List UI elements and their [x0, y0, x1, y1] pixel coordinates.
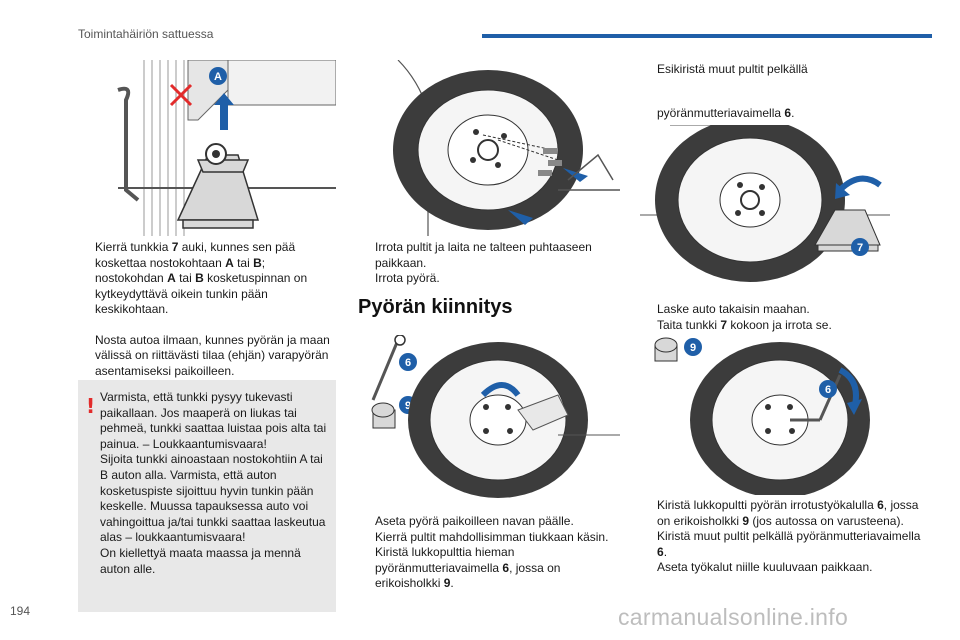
ref-9: 9 [742, 513, 750, 528]
warning-box: ! Varmista, että tunkki pysyy tukevasti … [78, 380, 336, 612]
wheel-removal-illustration [358, 60, 620, 236]
raise-car-instruction: Nosta autoa ilmaan, kunnes pyörän ja maa… [78, 333, 336, 380]
section-title: Pyörän kiinnitys [358, 296, 513, 318]
page-number: 194 [10, 604, 31, 618]
remove-wheel-instruction: Irrota pyörä. [358, 271, 620, 287]
tighten-other-bolts-instruction: Kiristä muut pultit pelkällä pyöränmutte… [640, 529, 932, 560]
text-span: tai [233, 255, 254, 270]
ref-6: 6 [502, 560, 510, 575]
text-span: Kierrä pultit mahdollisimman tiukkaan kä… [375, 529, 609, 544]
text-span: Irrota pultit ja laita ne talteen puhtaa… [375, 240, 592, 270]
text-span: Aseta pyörä paikoilleen navan päälle. [375, 514, 574, 528]
label-7: 7 [857, 242, 863, 254]
tighten-lock-bolt-instruction: Kiristä lukkopulttia hieman pyöränmutter… [358, 545, 620, 592]
text-span: Nosta autoa ilmaan, kunnes pyörän ja maa… [95, 332, 330, 378]
text-span: ; nostokohdan [95, 255, 266, 286]
label-9: 9 [405, 400, 411, 412]
text-span: , jossa on erikoisholkki [375, 560, 561, 591]
text-span: Irrota pyörä. [375, 271, 440, 285]
text-span: Taita tunkki [657, 317, 721, 332]
text-span: Laske auto takaisin maahan. [657, 302, 810, 316]
text-span: auki, kunnes sen pää koskettaa nostokoht… [95, 240, 296, 270]
watermark: carmanualsonline.info [618, 604, 849, 630]
ref-7: 7 [720, 317, 728, 332]
label-6-right: 6 [825, 384, 831, 396]
label-9-right: 9 [690, 342, 696, 354]
middle-top-bullets: Irrota pultit ja laita ne talteen puhtaa… [358, 240, 620, 287]
lower-car-instruction: Laske auto takaisin maahan. [640, 302, 932, 318]
ref-6: 6 [657, 544, 664, 559]
right-top-continuation: pyöränmutteriavaimella 6. [657, 106, 932, 122]
fold-jack-instruction: Taita tunkki 7 kokoon ja irrota se. [640, 318, 932, 334]
text-span: Esikiristä muut pultit pelkällä [657, 62, 808, 76]
text-span: pyöränmutteriavaimella [657, 106, 785, 120]
label-6: 6 [405, 357, 411, 369]
right-top-bullet: Esikiristä muut pultit pelkällä [640, 62, 932, 78]
text-span: . [791, 106, 795, 120]
text-span: (jos autossa on varusteena). [749, 513, 904, 528]
remove-bolts-instruction: Irrota pultit ja laita ne talteen puhtaa… [358, 240, 620, 271]
ref-7: 7 [171, 240, 179, 254]
middle-bottom-bullets: Aseta pyörä paikoilleen navan päälle. Ki… [358, 514, 620, 592]
store-tools-instruction: Aseta työkalut niille kuuluvaan paikkaan… [640, 560, 932, 576]
text-span: kosketuspinnan on kytkeydyttävä oikein t… [95, 271, 308, 316]
text-span: Aseta työkalut niille kuuluvaan paikkaan… [657, 560, 873, 574]
wheel-mounting-illustration: 6 9 [358, 335, 620, 505]
label-a: A [214, 71, 222, 83]
right-bottom-bullets: Kiristä lukkopultti pyörän irrotustyökal… [640, 498, 932, 576]
right-mid-bullets: Laske auto takaisin maahan. Taita tunkki… [640, 302, 932, 333]
jack-lift-illustration: A [78, 60, 336, 236]
text-span: Kiristä lukkopultti pyörän irrotustyökal… [657, 498, 878, 512]
pretighten-instruction: Esikiristä muut pultit pelkällä [640, 62, 932, 78]
jack-lowering-illustration: 7 [640, 125, 932, 295]
chapter-title: Toimintahäiriön sattuessa [78, 27, 214, 41]
warning-text: Varmista, että tunkki pysyy tukevasti pa… [100, 390, 327, 576]
text-span: Kierrä tunkkia [95, 240, 172, 254]
text-span: Kiristä lukkopulttia hieman pyöränmutter… [375, 545, 515, 575]
text-span: . [450, 576, 454, 590]
text-span: Kiristä muut pultit pelkällä pyöränmutte… [657, 529, 921, 543]
ref-6: 6 [877, 498, 884, 512]
ref-b: B [253, 255, 262, 270]
ref-6: 6 [784, 106, 792, 120]
left-bullet-list: Kierrä tunkkia 7 auki, kunnes sen pää ko… [78, 240, 336, 379]
text-span: . [663, 544, 668, 559]
text-span: , jossa on erikoisholkki [657, 498, 919, 528]
warning-exclamation-icon: ! [86, 394, 96, 418]
text-span: tai [175, 271, 196, 285]
header-accent-bar [482, 34, 932, 38]
place-wheel-instruction: Aseta pyörä paikoilleen navan päälle. [358, 514, 620, 530]
ref-9: 9 [443, 576, 451, 590]
ref-b: B [195, 271, 204, 285]
hand-tighten-instruction: Kierrä pultit mahdollisimman tiukkaan kä… [358, 530, 620, 546]
ref-a: A [167, 271, 176, 285]
jack-unwind-instruction: Kierrä tunkkia 7 auki, kunnes sen pää ko… [78, 240, 336, 318]
text-span: kokoon ja irrota se. [727, 317, 832, 332]
ref-a: A [225, 255, 234, 270]
tighten-lock-bolt-final-instruction: Kiristä lukkopultti pyörän irrotustyökal… [640, 498, 932, 529]
bolt-tightening-illustration: 9 6 [640, 335, 932, 495]
